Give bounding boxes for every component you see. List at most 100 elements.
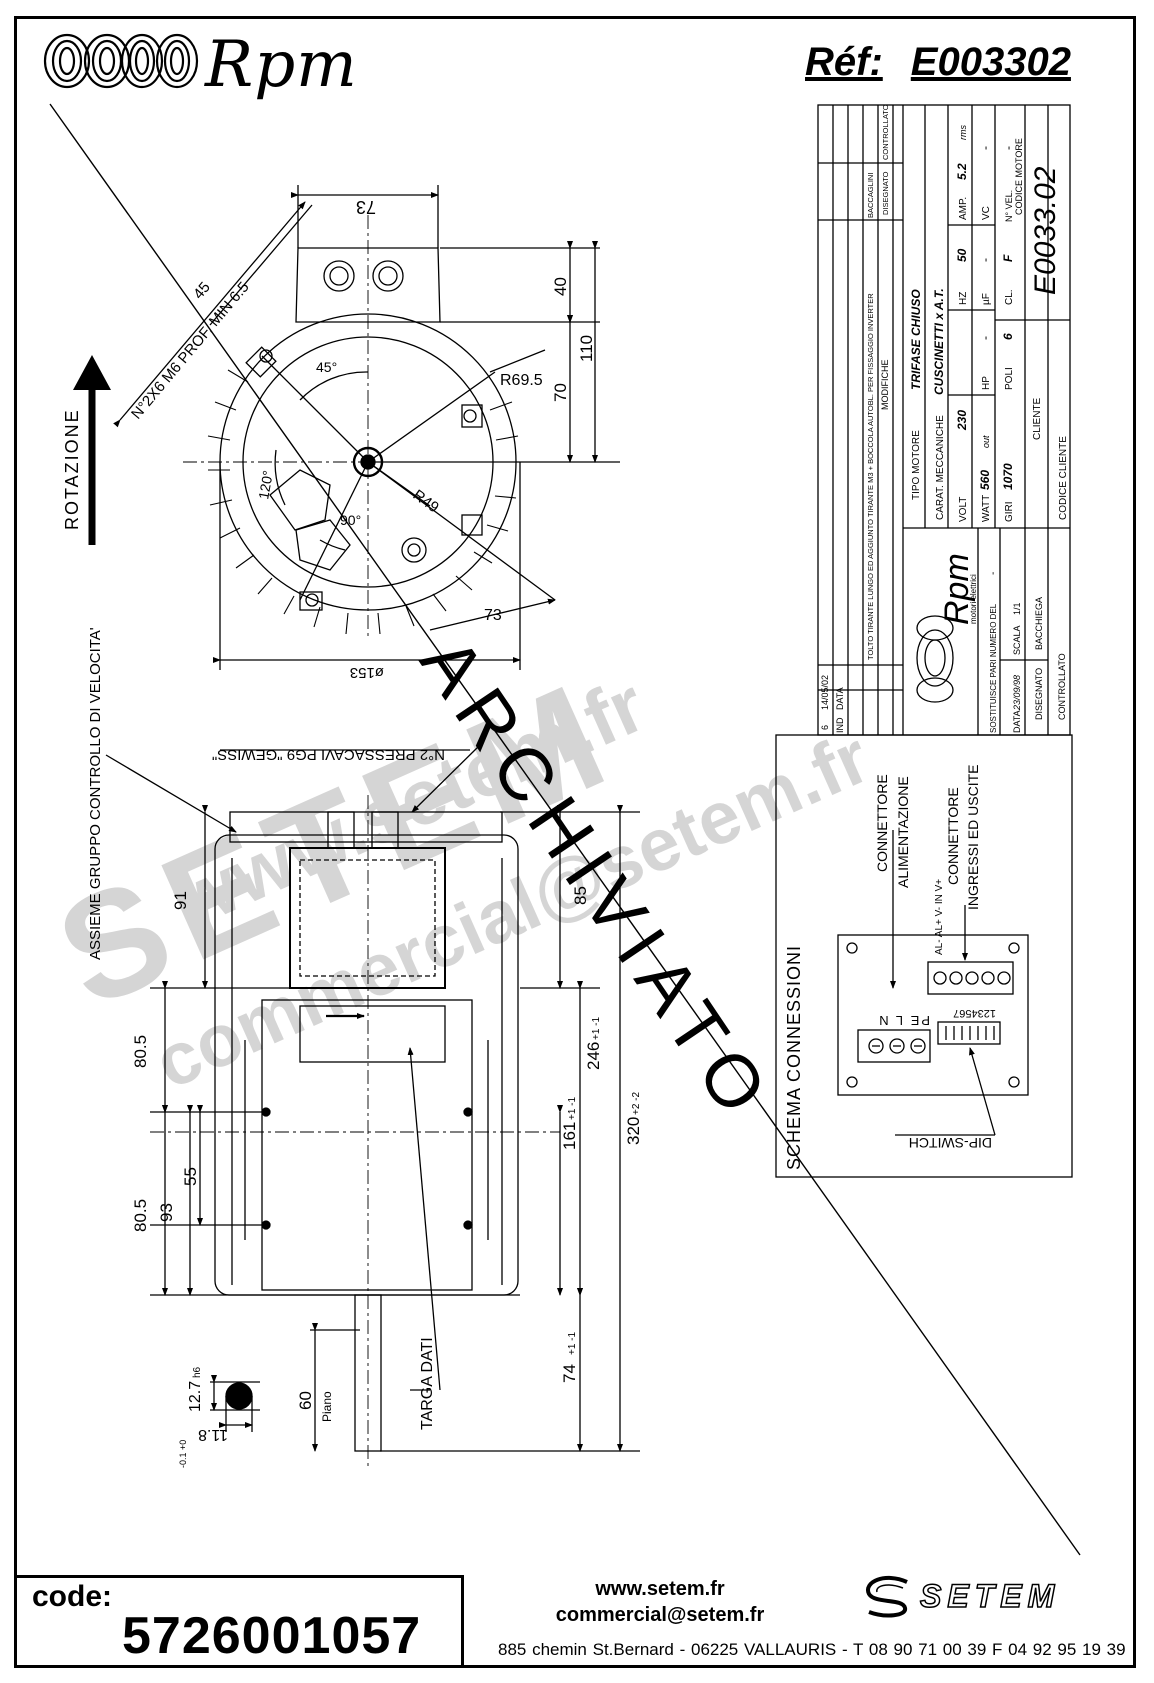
terminal-labels: PE L N bbox=[877, 1013, 930, 1028]
scala-value: 1/1 bbox=[1012, 602, 1022, 615]
dim-73-top: 73 bbox=[356, 197, 376, 217]
giri-label: GIRI bbox=[1004, 501, 1015, 522]
dim-74-tol: +1 -1 bbox=[567, 1331, 578, 1355]
rev-header-data: DATA bbox=[835, 687, 845, 710]
dim-80-5-lower: 80.5 bbox=[131, 1199, 150, 1232]
dim-55: 55 bbox=[181, 1167, 200, 1186]
cliente-label: CLIENTE bbox=[1032, 397, 1043, 440]
scala-label: SCALA bbox=[1012, 625, 1022, 655]
schema-title: SCHEMA CONNESSIONI bbox=[784, 945, 804, 1170]
title-block-logo-subtitle: motori elettrici bbox=[969, 574, 978, 624]
dim-320: 320 bbox=[624, 1117, 643, 1145]
nvel-value: - bbox=[1001, 146, 1015, 150]
connettore-alim-2: ALIMENTAZIONE bbox=[895, 776, 911, 888]
dip-switch-label: DIP-SWITCH bbox=[909, 1135, 992, 1151]
code-value: 5726001057 bbox=[122, 1607, 422, 1665]
dim-320-tol: +2 -2 bbox=[631, 1091, 642, 1115]
amp-label: AMP. bbox=[958, 197, 969, 220]
poli-value: 6 bbox=[1001, 333, 1015, 340]
vc-label: VC bbox=[981, 206, 992, 220]
codice-cliente-label: CODICE CLIENTE bbox=[1058, 436, 1069, 520]
dim-153: ø153 bbox=[350, 664, 384, 681]
carat-value: CUSCINETTI x A.T. bbox=[932, 288, 946, 395]
poli-label: POLI bbox=[1004, 367, 1015, 390]
carat-label: CARAT. MECCANICHE bbox=[935, 415, 946, 520]
dim-120-deg: 120° bbox=[255, 469, 276, 500]
dim-45-deg: 45° bbox=[316, 359, 337, 375]
rpm-logo-coils-icon bbox=[43, 33, 199, 89]
hp-value: - bbox=[978, 336, 992, 340]
piano-label: Piano bbox=[320, 1391, 334, 1422]
watt-label: WATT bbox=[981, 495, 992, 522]
dim-246-tol: +1 -1 bbox=[591, 1016, 602, 1040]
disegnato-value: BACCHIEGA bbox=[1034, 597, 1044, 650]
dim-70: 70 bbox=[551, 383, 570, 402]
rotation-label: ROTAZIONE bbox=[62, 408, 82, 530]
controllato-label: CONTROLLATO bbox=[1057, 653, 1067, 720]
hp-label: HP bbox=[981, 376, 992, 390]
modifiche-label: MODIFICHE bbox=[880, 360, 890, 411]
dim-12-7-tol: h6 bbox=[192, 1366, 203, 1378]
dim-85: 85 bbox=[571, 886, 590, 905]
dim-110: 110 bbox=[577, 335, 596, 362]
data-label: DATA bbox=[1012, 710, 1022, 733]
reference: Réf:E003302 bbox=[805, 40, 1071, 85]
drawing-frame bbox=[14, 16, 1136, 1668]
dim-r49: R49 bbox=[410, 486, 442, 516]
watt-unit: out bbox=[981, 435, 991, 448]
connettore-io-2: INGRESSI ED USCITE bbox=[965, 765, 981, 910]
footer-logo: SETEM bbox=[919, 1577, 1061, 1615]
footer-address: 885 chemin St.Bernard - 06225 VALLAURIS … bbox=[498, 1640, 1126, 1659]
sostituisce-label: SOSTITUISCE PARI NUMERO DEL bbox=[989, 603, 998, 733]
cl-value: F bbox=[1001, 254, 1015, 262]
uf-value: - bbox=[978, 258, 992, 262]
controllato-col: CONTROLLATO bbox=[881, 104, 890, 160]
footer-email-link[interactable]: commercial@setem.fr bbox=[555, 1604, 765, 1626]
hz-value: 50 bbox=[955, 248, 969, 262]
uf-label: µF bbox=[981, 293, 992, 305]
nvel-label: N° VEL. bbox=[1004, 190, 1014, 222]
dim-91: 91 bbox=[171, 891, 190, 910]
code-label: code: bbox=[32, 1580, 113, 1613]
disegnato-col: DISEGNATO bbox=[881, 171, 890, 215]
dim-161: 161 bbox=[560, 1122, 579, 1150]
watt-value: 560 bbox=[978, 470, 992, 490]
assieme-note: ASSIEME GRUPPO CONTROLLO DI VELOCITA' bbox=[87, 627, 104, 960]
amp-unit: rms bbox=[958, 125, 968, 140]
connettore-alim-1: CONNETTORE bbox=[874, 774, 890, 872]
title-block bbox=[817, 104, 1071, 736]
hz-label: HZ bbox=[958, 292, 969, 305]
reference-label: Réf: bbox=[805, 40, 883, 84]
dim-11-8-tol: -0.1 +0 bbox=[178, 1440, 188, 1468]
side-view bbox=[105, 744, 640, 1470]
brand-name: Rpm bbox=[205, 28, 358, 102]
giri-value: 1070 bbox=[1001, 463, 1015, 490]
rev6-who: BACCAGLINI bbox=[866, 173, 875, 218]
targa-dati-label: TARGA DATI bbox=[419, 1337, 436, 1430]
sostituisce-value: - bbox=[988, 572, 999, 575]
front-view bbox=[113, 185, 620, 670]
rev6-text: TOLTO TIRANTE LUNGO ED AGGIUNTO TIRANTE … bbox=[866, 293, 875, 660]
dim-74: 74 bbox=[560, 1364, 579, 1383]
dim-r69-5: R69.5 bbox=[500, 372, 543, 389]
codice-motore-value: E0033.02 bbox=[1029, 166, 1062, 295]
volt-value: 230 bbox=[955, 410, 969, 431]
dim-45: 45 bbox=[190, 279, 214, 303]
dim-11-8: 11.8 bbox=[198, 1426, 228, 1443]
dim-40: 40 bbox=[551, 277, 570, 296]
rev6-index: 6 bbox=[820, 725, 830, 730]
title-block-logo: Rpm bbox=[938, 553, 976, 625]
dim-246: 246 bbox=[584, 1042, 603, 1070]
rev-header-ind: IND bbox=[835, 717, 845, 733]
dim-12-7: 12.7 bbox=[187, 1381, 204, 1412]
dim-161-tol: +1 -1 bbox=[567, 1096, 578, 1120]
dim-60: 60 bbox=[296, 1391, 315, 1410]
codice-motore-label: CODICE MOTORE bbox=[1014, 138, 1024, 215]
disegnato-label: DISEGNATO bbox=[1034, 668, 1044, 720]
setem-swirl-icon bbox=[866, 1575, 908, 1618]
footer-website-link[interactable]: www.setem.fr bbox=[595, 1578, 725, 1600]
dip-numbers: 1234567 bbox=[953, 1007, 996, 1019]
connettore-io-1: CONNETTORE bbox=[945, 787, 961, 885]
rotation-arrow-icon bbox=[73, 355, 111, 545]
